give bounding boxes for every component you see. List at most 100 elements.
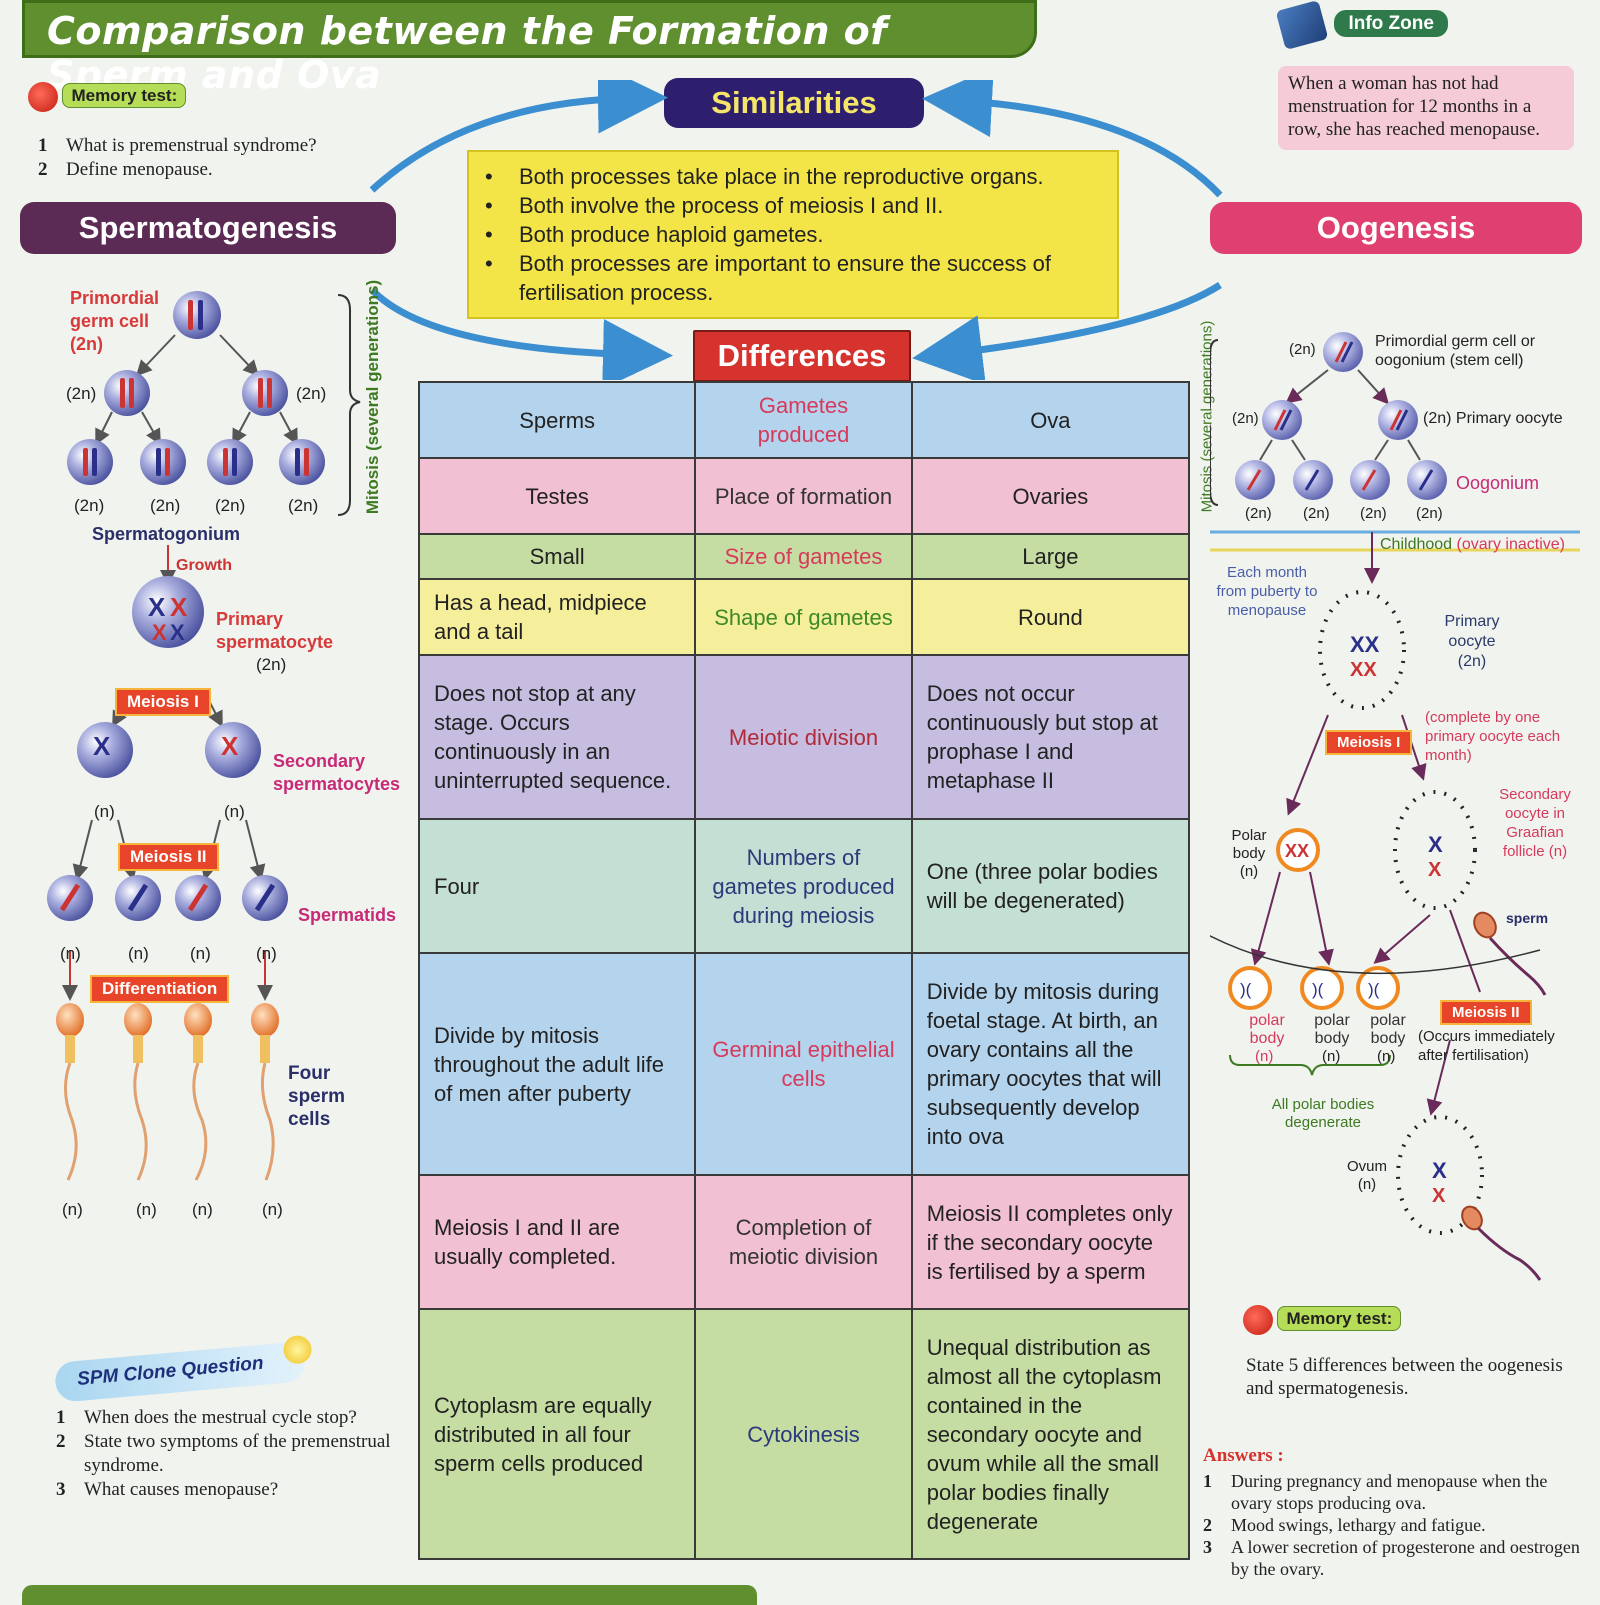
label-n: (n) (192, 1200, 213, 1219)
diff-cell-mid: Completion of meiotic division (694, 1174, 913, 1310)
label-n: (n) (1377, 1048, 1396, 1065)
differentiation-tag: Differentiation (90, 975, 230, 1003)
label-n: (n) (1322, 1048, 1341, 1065)
label-2n: (2n) (1289, 341, 1316, 358)
svg-text:X: X (170, 620, 185, 645)
svg-text:X: X (1428, 832, 1443, 857)
svg-text:XX: XX (1350, 632, 1380, 657)
sperm-label: sperm (1506, 910, 1549, 926)
diff-cell-mid: Numbers of gametes produced during meios… (694, 818, 913, 954)
diff-cell-right: Ovaries (910, 457, 1191, 535)
sperm-mitosis-label: Mitosis (several generations) (363, 279, 382, 515)
similarity-item: Both involve the process of meiosis I an… (485, 191, 1117, 220)
spermatogonium-label: Spermatogonium (92, 524, 241, 544)
table-row: Cytoplasm are equally distributed in all… (417, 1308, 1191, 1560)
bottom-strip (22, 1585, 757, 1605)
ovum-label: Ovum (n) (1346, 1158, 1387, 1193)
diff-cell-mid: Meiotic division (694, 654, 913, 820)
info-zone-header: Info Zone (1275, 0, 1448, 51)
oogenesis-banner: Oogenesis (1210, 202, 1582, 254)
diff-cell-mid: Germinal epithelial cells (694, 952, 913, 1176)
oogonium-label: Oogonium (1456, 473, 1540, 493)
primary-oocyte-follicle: XX XX (1318, 590, 1406, 710)
arrow-spermato-to-differences (369, 287, 673, 380)
svg-text:X: X (1432, 1158, 1447, 1183)
differences-banner: Differences (693, 330, 911, 382)
diff-cell-left: Testes (417, 457, 697, 535)
label-n: (n) (136, 1200, 157, 1219)
ovum-follicle: X X (1396, 1115, 1542, 1281)
memory-test-left: Memory test: (28, 82, 187, 112)
oo-primary-oocyte-label: (2n) Primary oocyte (1423, 410, 1563, 427)
similarity-item: Both processes are important to ensure t… (485, 249, 1117, 307)
title-bar: Comparison between the Formation of Sper… (22, 0, 1037, 97)
sperm-meiosis1-tag: Meiosis I (115, 688, 211, 716)
lightbulb-icon (282, 1334, 313, 1365)
diff-cell-right: Ova (910, 381, 1191, 459)
polar-body-label: polar body (1249, 1012, 1285, 1047)
secondary-spermatocytes-label: Secondary spermatocytes (273, 751, 401, 794)
table-row: Divide by mitosis throughout the adult l… (417, 952, 1191, 1176)
page-title: Comparison between the Formation of Sper… (47, 9, 888, 97)
spm-clone-tag-bg: SPM Clone Question (53, 1334, 313, 1403)
polar-body-n-label: Polar body (n) (1231, 827, 1267, 880)
diff-cell-left: Four (417, 818, 697, 954)
sperm-icon (1473, 911, 1547, 996)
label-n: (n) (224, 802, 245, 821)
memory-test-tag: Memory test: (62, 83, 187, 109)
computer-icon (1275, 0, 1329, 51)
primary-spermatocyte (132, 576, 204, 648)
apple-icon (28, 82, 58, 112)
label-n: (n) (94, 802, 115, 821)
label-2n: (2n) (1303, 505, 1330, 522)
spermatids-label: Spermatids (298, 905, 397, 925)
similarities-box: Both processes take place in the reprodu… (467, 150, 1119, 319)
diff-cell-mid: Place of formation (694, 457, 913, 535)
label-n: (n) (128, 944, 149, 963)
growth-label: Growth (176, 557, 232, 574)
label-2n: (2n) (1245, 505, 1272, 522)
diff-cell-left: Divide by mitosis throughout the adult l… (417, 952, 697, 1176)
answers-label: Answers : (1203, 1445, 1284, 1466)
table-row: Meiosis I and II are usually completed.C… (417, 1174, 1191, 1310)
primary-spermatocyte-label: Primary spermatocyte (216, 609, 334, 652)
label-2n: (2n) (256, 655, 287, 674)
memory-test-tag: Memory test: (1277, 1306, 1402, 1332)
diff-cell-right: Does not occur continuously but stop at … (910, 654, 1191, 820)
spermatogenesis-banner: Spermatogenesis (20, 202, 396, 254)
sperm-icon (56, 1003, 84, 1181)
label-n: (n) (256, 944, 277, 963)
meiosis2-note-label: (Occurs immediately after fertilisation) (1418, 1028, 1555, 1064)
label-2n: (2n) (66, 384, 97, 403)
diff-cell-right: Divide by mitosis during foetal stage. A… (910, 952, 1191, 1176)
primordial-cell (173, 291, 221, 339)
similarity-item: Both processes take place in the reprodu… (485, 162, 1117, 191)
svg-text:)(: )( (1368, 980, 1380, 999)
complete-note-label: (complete by one primary oocyte each mon… (1425, 709, 1561, 764)
diff-cell-right: Meiosis II completes only if the seconda… (910, 1174, 1191, 1310)
label-2n: (2n) (150, 496, 181, 515)
polar-body-label: polar body (1370, 1012, 1406, 1047)
diff-cell-left: Small (417, 533, 697, 580)
svg-text:X: X (170, 592, 188, 622)
label-n: (n) (262, 1200, 283, 1219)
table-row: Does not stop at any stage. Occurs conti… (417, 654, 1191, 820)
diff-cell-right: Round (910, 578, 1191, 656)
diff-cell-left: Does not stop at any stage. Occurs conti… (417, 654, 697, 820)
apple-icon (1243, 1305, 1273, 1335)
label-2n: (2n) (215, 496, 246, 515)
svg-text:X: X (1428, 859, 1442, 881)
svg-text:XX: XX (1285, 841, 1309, 861)
diff-cell-left: Meiosis I and II are usually completed. (417, 1174, 697, 1310)
oo-meiosis1-tag: Meiosis I (1325, 730, 1413, 755)
